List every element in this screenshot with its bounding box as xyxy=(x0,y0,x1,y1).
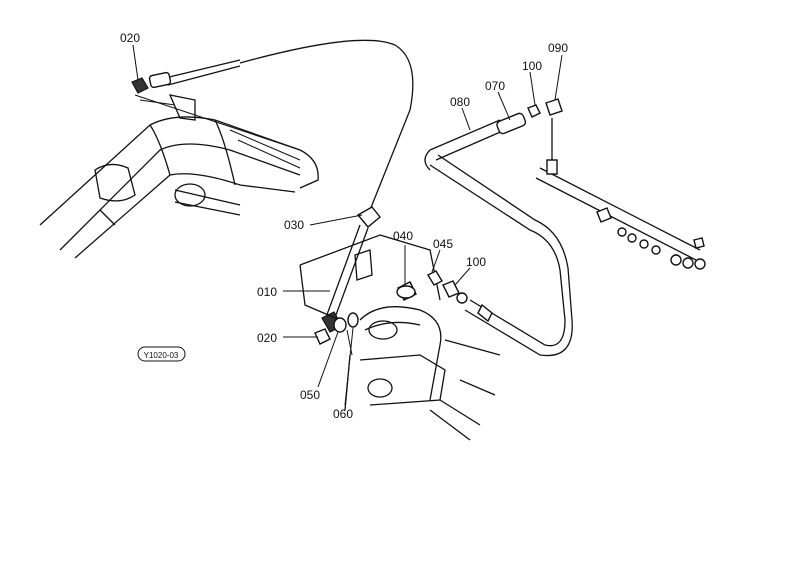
callout-060: 060 xyxy=(333,407,353,421)
callout-020-top: 020 xyxy=(120,31,140,45)
callout-070: 070 xyxy=(485,79,505,93)
callout-labels: 020 030 040 045 100 010 020 050 060 080 … xyxy=(120,31,568,421)
callout-030: 030 xyxy=(284,218,304,232)
callout-100-top: 100 xyxy=(522,59,542,73)
stamp-code-badge: Y1020-03 xyxy=(137,346,186,362)
callout-020-bottom: 020 xyxy=(257,331,277,345)
right-pipe xyxy=(424,149,573,357)
callout-040: 040 xyxy=(393,229,413,243)
fittings-center xyxy=(333,270,468,356)
callout-045: 045 xyxy=(433,237,453,251)
stamp-code: Y1020-03 xyxy=(144,351,179,360)
callout-080: 080 xyxy=(450,95,470,109)
callout-090: 090 xyxy=(548,41,568,55)
frame-cover xyxy=(39,94,319,259)
upper-right-tube xyxy=(429,98,563,165)
distribution-pipe xyxy=(535,159,706,270)
callout-010: 010 xyxy=(257,285,277,299)
leader-lines xyxy=(132,44,563,406)
callout-100-center: 100 xyxy=(466,255,486,269)
callout-050: 050 xyxy=(300,388,320,402)
upper-hose xyxy=(131,39,414,211)
